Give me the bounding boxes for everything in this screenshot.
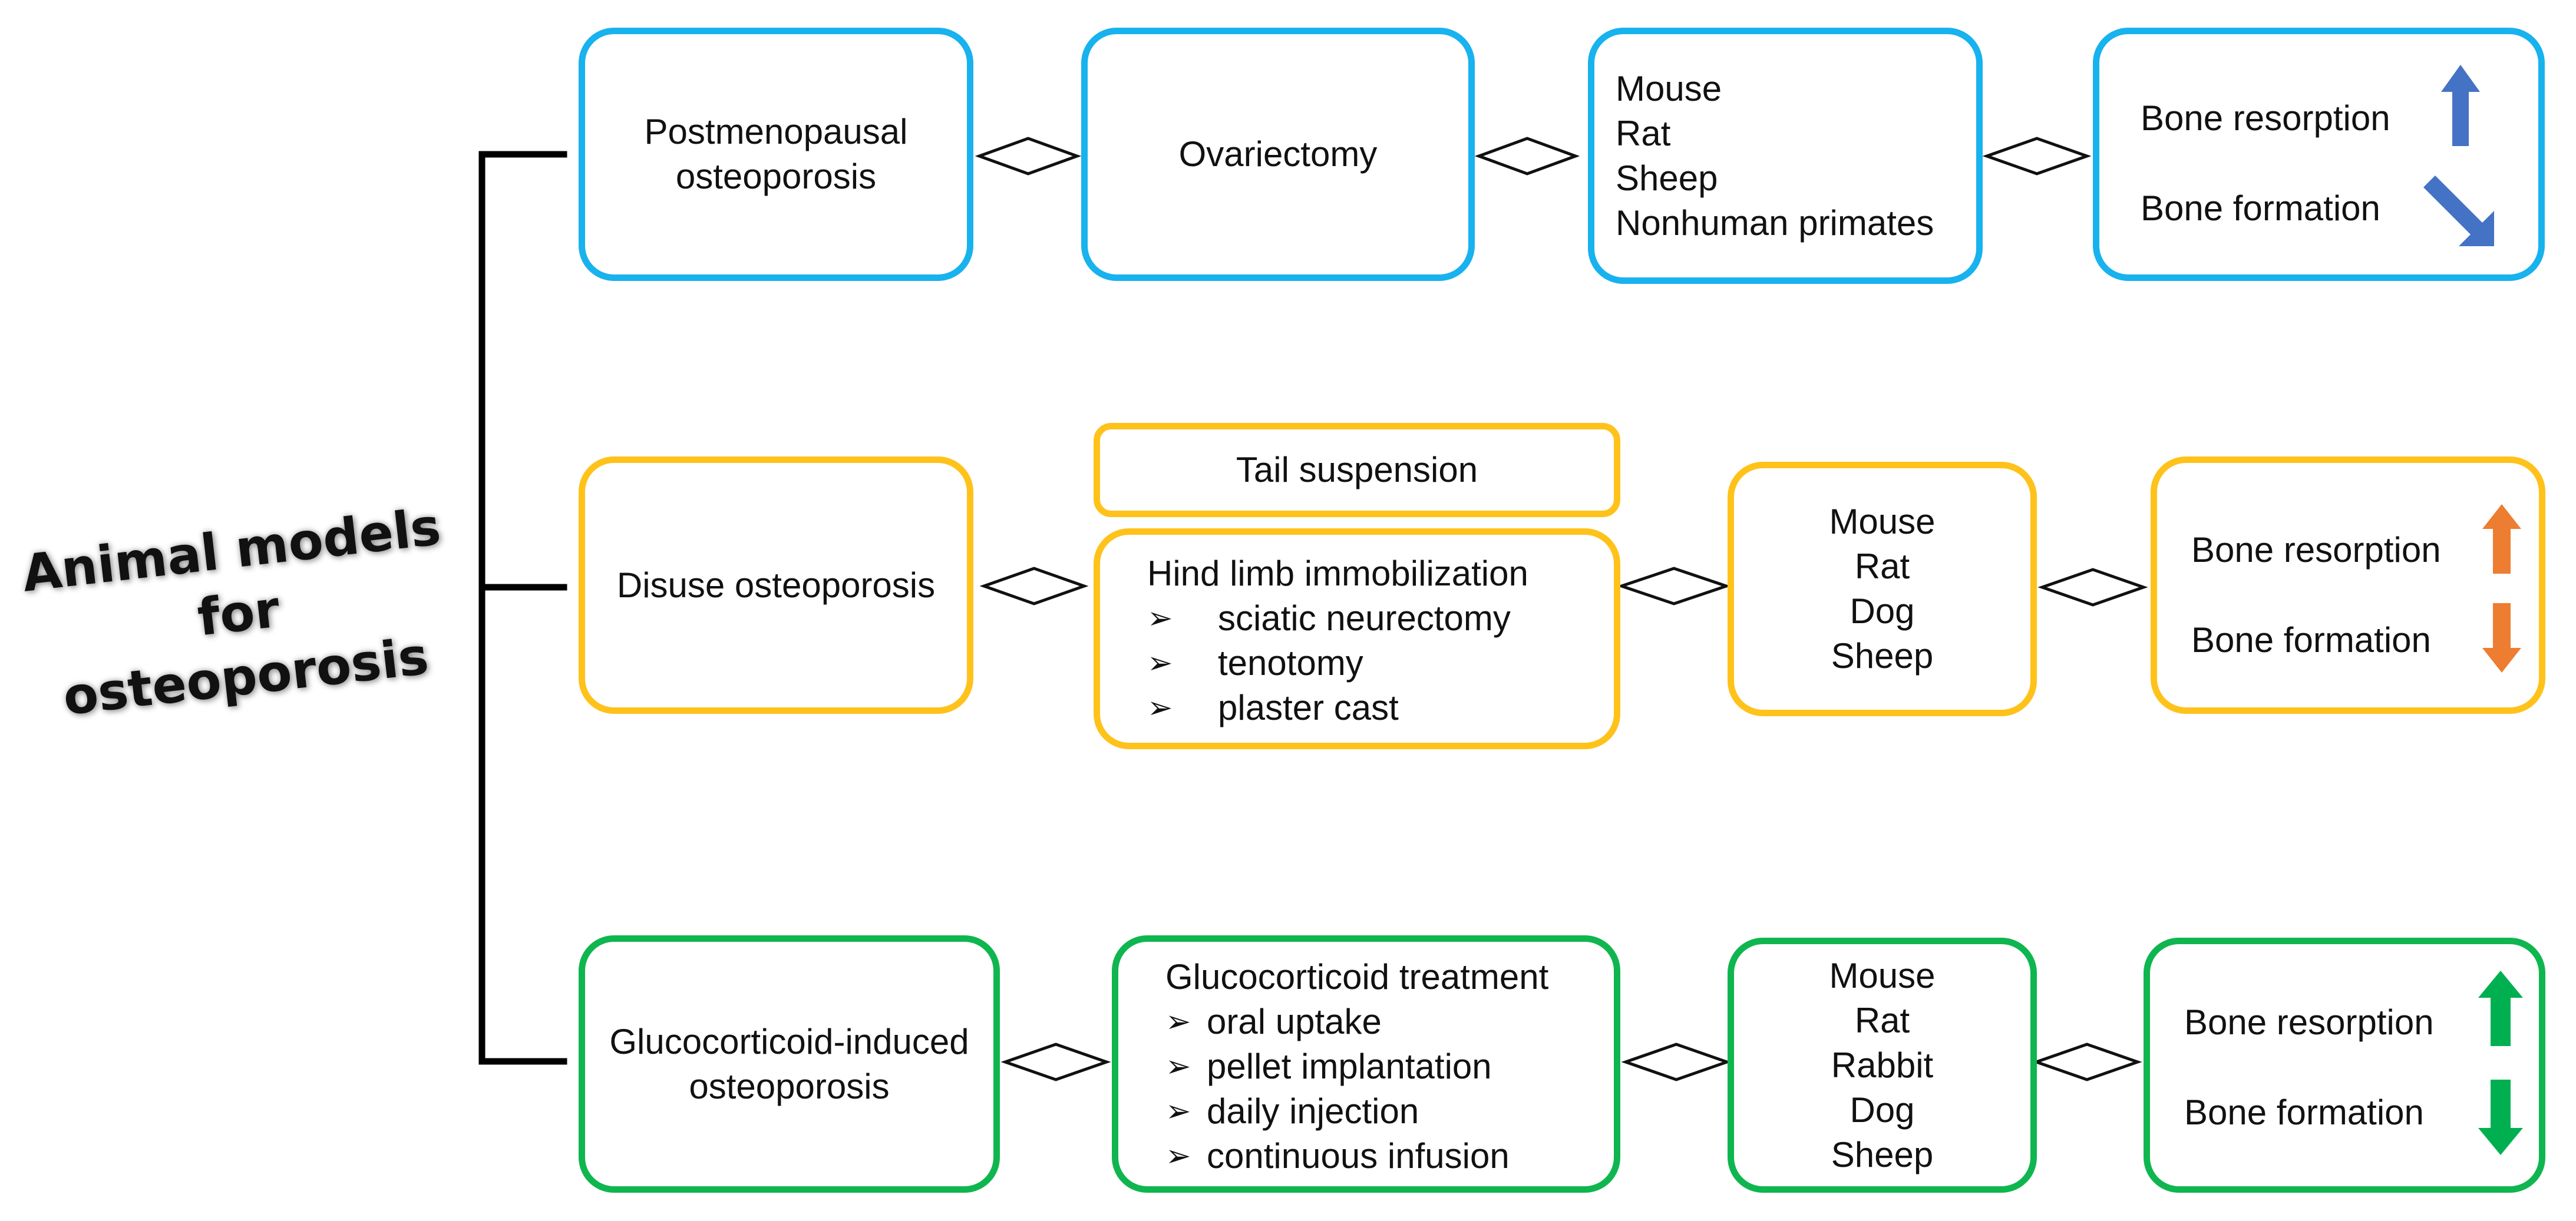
bone-resorption-label: Bone resorption — [2191, 530, 2441, 570]
method-label: Hind limb immobilization — [1147, 554, 1528, 593]
diamond-connector — [1000, 1043, 1111, 1081]
disuse-species-box: Mouse Rat Dog Sheep — [1728, 462, 2037, 716]
glucocorticoid-method-box: Glucocorticoid treatment ➢ oral uptake ➢… — [1112, 935, 1620, 1193]
diamond-connector — [2032, 1043, 2142, 1081]
diamond-connector — [979, 567, 1089, 605]
method-item-label: tenotomy — [1218, 643, 1363, 683]
postmenopausal-model-box: Postmenopausal osteoporosis — [579, 28, 973, 281]
method-list-item: ➢ pellet implantation — [1165, 1044, 1614, 1089]
diamond-connector — [1474, 137, 1580, 176]
method-list-item: ➢ continuous infusion — [1165, 1134, 1614, 1179]
bone-resorption-label: Bone resorption — [2141, 98, 2390, 138]
species-item: Nonhuman primates — [1616, 203, 1934, 243]
species-item: Rat — [1854, 1000, 1910, 1040]
diamond-connector — [1982, 137, 2092, 176]
diamond-connector — [1617, 567, 1731, 605]
species-item: Mouse — [1616, 68, 1722, 108]
up-arrow-icon — [2482, 504, 2521, 574]
bullet-icon: ➢ — [1165, 1094, 1191, 1129]
bullet-icon: ➢ — [1165, 1005, 1191, 1039]
diamond-connector — [975, 137, 1082, 176]
up-arrow-icon — [2441, 65, 2480, 146]
method-list-item: ➢ plaster cast — [1147, 686, 1614, 730]
method-item-label: continuous infusion — [1207, 1136, 1510, 1176]
bullet-icon: ➢ — [1147, 601, 1173, 636]
species-item: Rabbit — [1831, 1045, 1934, 1085]
method-item-label: pellet implantation — [1207, 1047, 1492, 1086]
species-item: Sheep — [1616, 158, 1718, 198]
bone-resorption-label: Bone resorption — [2184, 1002, 2434, 1042]
down-arrow-icon — [2478, 1080, 2523, 1155]
disuse-effects-box: Bone resorption Bone formation — [2151, 456, 2545, 714]
method-list-item: ➢ sciatic neurectomy — [1147, 596, 1614, 641]
diamond-connector — [2037, 568, 2148, 607]
method-item-label: oral uptake — [1207, 1002, 1382, 1041]
bone-formation-label: Bone formation — [2184, 1093, 2424, 1132]
down-arrow-icon — [2482, 603, 2521, 673]
model-label: osteoporosis — [689, 1066, 890, 1106]
glucocorticoid-effects-box: Bone resorption Bone formation — [2144, 938, 2545, 1193]
model-label: osteoporosis — [675, 157, 877, 196]
bracket-line — [478, 151, 567, 1065]
species-item: Dog — [1850, 591, 1915, 631]
method-list-item: ➢ daily injection — [1165, 1089, 1614, 1134]
method-label: Glucocorticoid treatment — [1165, 957, 1549, 997]
model-label: Postmenopausal — [644, 112, 908, 151]
hind-limb-method-box: Hind limb immobilization ➢ sciatic neure… — [1094, 528, 1620, 749]
bullet-icon: ➢ — [1147, 691, 1173, 725]
ovariectomy-method-box: Ovariectomy — [1081, 28, 1475, 281]
species-item: Dog — [1850, 1090, 1915, 1130]
method-item-label: plaster cast — [1218, 688, 1399, 727]
glucocorticoid-model-box: Glucocorticoid-induced osteoporosis — [579, 935, 1000, 1193]
down-right-arrow-icon — [2423, 176, 2494, 246]
model-label: Glucocorticoid-induced — [609, 1021, 969, 1061]
method-label: Ovariectomy — [1178, 134, 1378, 174]
bullet-icon: ➢ — [1165, 1139, 1191, 1173]
glucocorticoid-species-box: Mouse Rat Rabbit Dog Sheep — [1728, 938, 2037, 1193]
method-list-item: ➢ oral uptake — [1165, 1000, 1614, 1044]
method-item-label: daily injection — [1207, 1091, 1419, 1131]
species-item: Mouse — [1829, 955, 1936, 995]
postmenopausal-species-box: Mouse Rat Sheep Nonhuman primates — [1588, 28, 1983, 284]
up-arrow-icon — [2478, 971, 2523, 1046]
method-list-item: ➢ tenotomy — [1147, 641, 1614, 686]
tail-suspension-method-box: Tail suspension — [1094, 423, 1620, 517]
species-item: Sheep — [1831, 1134, 1934, 1174]
species-item: Mouse — [1829, 502, 1936, 541]
bone-formation-label: Bone formation — [2141, 188, 2380, 228]
species-item: Rat — [1616, 113, 1671, 153]
model-label: Disuse osteoporosis — [616, 565, 936, 605]
postmenopausal-effects-box: Bone resorption Bone formation — [2093, 28, 2545, 281]
method-label: Tail suspension — [1236, 450, 1478, 489]
bullet-icon: ➢ — [1147, 646, 1173, 680]
species-item: Rat — [1854, 547, 1910, 586]
species-item: Sheep — [1831, 636, 1934, 676]
bone-formation-label: Bone formation — [2191, 620, 2431, 660]
diamond-connector — [1621, 1043, 1732, 1081]
bullet-icon: ➢ — [1165, 1050, 1191, 1084]
disuse-model-box: Disuse osteoporosis — [579, 456, 973, 714]
method-item-label: sciatic neurectomy — [1218, 598, 1511, 638]
